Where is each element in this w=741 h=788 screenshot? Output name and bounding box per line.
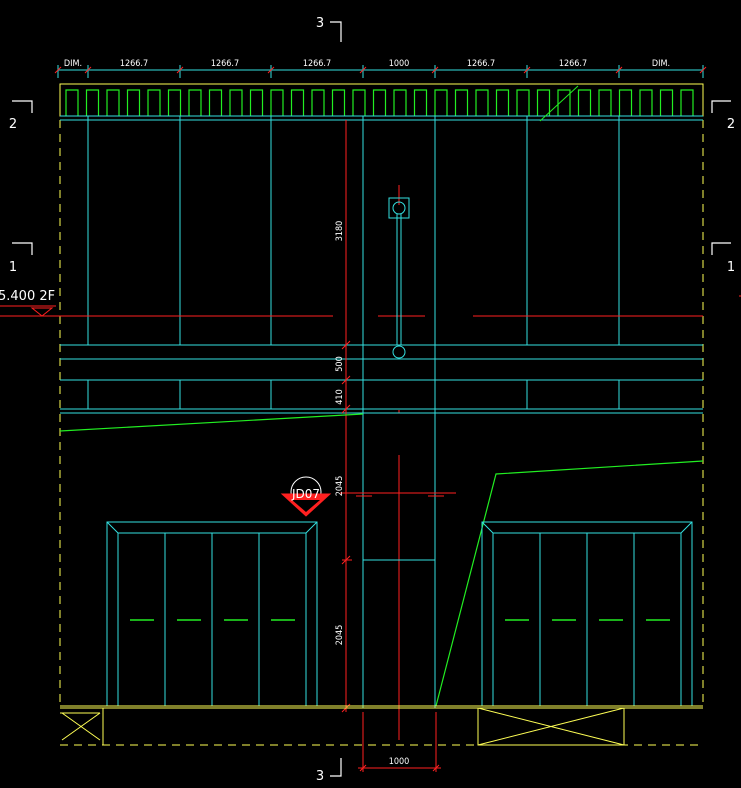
svg-text:3: 3 <box>316 16 324 31</box>
louver-fin <box>516 89 530 116</box>
section-mark-right-upper: 2 <box>711 100 735 132</box>
top-dim-label-8: DIM. <box>652 59 670 69</box>
top-dimension-chain <box>57 65 704 78</box>
drain-pipe <box>388 197 410 359</box>
louver-fin <box>639 89 653 116</box>
top-dimension-ticks <box>54 66 707 74</box>
bottom-dim-label: 1000 <box>389 757 410 767</box>
top-dim-label-5: 1000 <box>389 59 410 69</box>
vdim-label-2045-lower: 2045 <box>335 625 345 646</box>
svg-text:1: 1 <box>727 260 735 275</box>
louver-fin <box>290 89 305 116</box>
outline-dashed <box>59 120 704 746</box>
slab-bands <box>60 344 703 414</box>
louver-fin <box>311 89 325 116</box>
level-marker: 5.400 2F <box>0 289 56 317</box>
louver-fin <box>85 89 100 116</box>
svg-text:2: 2 <box>727 117 735 132</box>
door-left <box>106 521 318 707</box>
louver-fin <box>413 89 428 116</box>
svg-text:2: 2 <box>9 117 17 132</box>
section-mark-top: 3 <box>316 16 342 42</box>
column-lower <box>363 412 435 561</box>
svg-text:1: 1 <box>9 260 17 275</box>
louver-band <box>59 83 704 122</box>
top-dim-label-7: 1266.7 <box>559 59 587 69</box>
louver-fin <box>454 89 469 116</box>
louver-fin <box>352 89 366 116</box>
section-mark-right-lower: 1 <box>711 242 735 275</box>
louver-fin <box>618 89 633 116</box>
louver-fin <box>557 89 571 116</box>
louver-fin <box>434 89 448 116</box>
vdim-label-500: 500 <box>335 356 345 371</box>
louver-fin <box>106 89 120 116</box>
foundation <box>60 705 703 746</box>
top-dim-label-4: 1266.7 <box>303 59 331 69</box>
louver-fin <box>577 89 592 116</box>
louver-fin <box>147 89 161 116</box>
top-dim-label-1: DIM. <box>64 59 82 69</box>
section-mark-left-upper: 2 <box>9 100 33 132</box>
top-dim-label-3: 1266.7 <box>211 59 239 69</box>
louver-fin <box>65 89 79 116</box>
louver-fin <box>598 89 612 116</box>
louver-fin <box>331 89 346 116</box>
vdim-label-410: 410 <box>335 389 345 404</box>
louver-fin <box>126 89 141 116</box>
vdim-label-3180: 3180 <box>335 221 345 242</box>
bottom-dimension: 1000 <box>358 712 441 772</box>
louver-fin <box>536 89 551 116</box>
louver-fin <box>188 89 202 116</box>
louver-fin <box>475 89 489 116</box>
svg-text:3: 3 <box>316 769 324 784</box>
louver-fin <box>249 89 264 116</box>
louver-fin <box>393 89 407 116</box>
green-profile-lines <box>59 413 704 707</box>
top-dim-label-2: 1266.7 <box>120 59 148 69</box>
door-right <box>481 521 693 707</box>
red-reference-lines <box>0 120 741 740</box>
vdim-label-2045-upper: 2045 <box>335 476 345 497</box>
louver-fin <box>495 89 510 116</box>
louver-fin <box>680 89 694 116</box>
section-mark-left-lower: 1 <box>9 242 33 275</box>
louver-fin <box>229 89 243 116</box>
louver-fin <box>372 89 387 116</box>
louver-fin <box>659 89 674 116</box>
louver-fin <box>270 89 284 116</box>
door-tag: JD07 <box>280 476 332 517</box>
red-ticks-vertical <box>341 340 444 713</box>
svg-text:JD07: JD07 <box>291 487 320 501</box>
louver-fin <box>208 89 223 116</box>
svg-text:5.400 2F: 5.400 2F <box>0 289 55 304</box>
top-dim-label-6: 1266.7 <box>467 59 495 69</box>
louver-fin <box>167 89 182 116</box>
section-mark-bottom: 3 <box>316 758 342 784</box>
mullions-upper <box>87 116 620 708</box>
